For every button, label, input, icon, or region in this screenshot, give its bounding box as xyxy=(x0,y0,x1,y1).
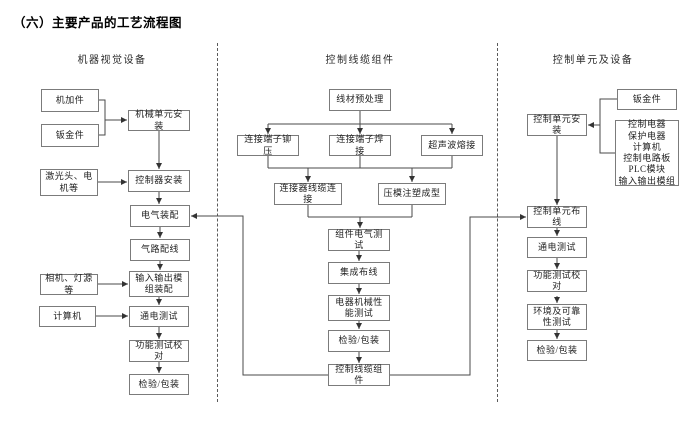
control-unit-part-item: 计算机 xyxy=(632,141,662,152)
node-machined-parts: 机加件 xyxy=(41,89,99,112)
node-terminal-welding: 连接端子焊接 xyxy=(329,134,391,156)
node-sheet-metal-right: 钣金件 xyxy=(617,89,677,110)
node-integrated-wiring: 集成布线 xyxy=(328,262,390,284)
control-unit-part-item: PLC模块 xyxy=(628,164,666,175)
column-header-control-cable: 控制线缆组件 xyxy=(325,55,395,66)
node-laser-motor-input: 激光头、电机等 xyxy=(40,169,98,196)
node-inspection-right: 检验/包装 xyxy=(527,340,587,361)
node-controller-install: 控制器安装 xyxy=(128,170,190,192)
node-function-test-right: 功能测试校对 xyxy=(527,270,587,292)
node-inspection-middle: 检验/包装 xyxy=(328,330,390,352)
column-divider-left xyxy=(217,43,218,402)
node-electromech-performance-test: 电器机械性能测试 xyxy=(328,295,390,321)
node-io-module-assembly: 输入输出模组装配 xyxy=(129,271,189,297)
node-sheet-metal-left: 钣金件 xyxy=(41,124,99,147)
node-component-electrical-test: 组件电气测试 xyxy=(328,229,390,251)
node-connector-cable-connect: 连接器线缆连接 xyxy=(274,183,342,205)
control-unit-part-item: 控制电器 xyxy=(627,119,666,130)
node-terminal-crimping: 连接端子铆压 xyxy=(237,134,299,156)
node-ultrasonic-welding: 超声波熔接 xyxy=(421,135,483,156)
node-computer-left: 计算机 xyxy=(39,306,96,327)
node-function-test-left: 功能测试校对 xyxy=(129,340,189,362)
node-control-unit-wiring: 控制单元布线 xyxy=(527,206,587,228)
node-power-on-test-right: 通电测试 xyxy=(527,237,587,258)
page-title: （六）主要产品的工艺流程图 xyxy=(13,16,183,30)
node-control-unit-parts: 控制电器 保护电器 计算机 控制电路板 PLC模块 输入输出模组 xyxy=(615,119,679,186)
node-inspection-left: 检验/包装 xyxy=(129,374,189,395)
node-env-reliability-test: 环境及可靠性测试 xyxy=(527,304,587,330)
connector-parts-bracket-left xyxy=(99,99,106,136)
connector-assembly-to-electrical xyxy=(191,213,328,376)
column-header-machine-vision: 机器视觉设备 xyxy=(77,55,147,66)
node-pneumatic-wiring: 气路配线 xyxy=(130,239,190,261)
column-divider-right xyxy=(497,43,498,402)
control-unit-part-item: 保护电器 xyxy=(627,130,666,141)
node-mech-unit-install: 机械单元安装 xyxy=(128,109,190,131)
node-control-cable-assembly: 控制线缆组件 xyxy=(328,364,390,386)
node-electrical-assembly: 电气装配 xyxy=(130,205,190,227)
node-power-on-test-left: 通电测试 xyxy=(129,306,189,327)
control-unit-part-item: 输入输出模组 xyxy=(618,175,676,186)
control-unit-part-item: 控制电路板 xyxy=(623,153,671,163)
node-control-unit-install: 控制单元安装 xyxy=(527,114,587,136)
column-header-control-unit: 控制单元及设备 xyxy=(552,55,634,66)
node-camera-light-input: 相机、灯源等 xyxy=(40,273,98,295)
node-die-injection-molding: 压模注塑成型 xyxy=(378,183,446,205)
node-wire-pretreatment: 线材预处理 xyxy=(329,89,391,111)
connector-assembly-to-unit-wiring xyxy=(390,214,526,376)
